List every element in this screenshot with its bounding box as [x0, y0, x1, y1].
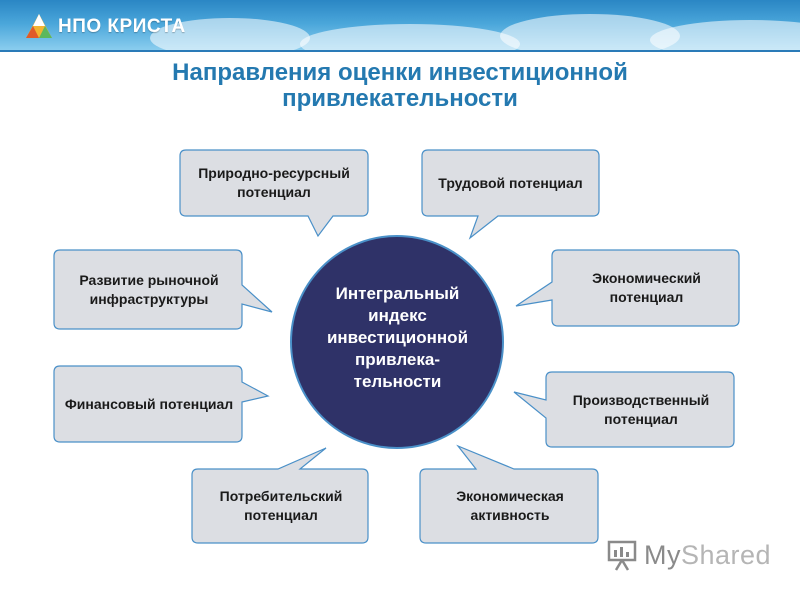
center-label-line-3: инвестиционной [326, 328, 469, 347]
bubble-activity[interactable] [419, 444, 599, 544]
node-label-natural: Природно-ресурсный потенциал [198, 165, 350, 200]
center-circle[interactable] [290, 235, 504, 449]
watermark: MyShared [606, 537, 771, 573]
bubble-production[interactable] [513, 371, 735, 448]
center-label-line-1: Интегральный [335, 284, 460, 303]
center-label-line-4: привлека- [355, 350, 440, 369]
presentation-board-icon [607, 540, 637, 571]
center-label-line-5: тельности [353, 372, 442, 391]
header-banner: НПО КРИСТА [0, 0, 800, 52]
node-label-financial: Финансовый потенциал [64, 395, 234, 412]
node-label-activity: Экономическая активность [456, 488, 564, 523]
watermark-text: MyShared [644, 540, 771, 571]
page-title-line-1: Направления оценки инвестиционной [172, 59, 628, 86]
bubble-economic[interactable] [515, 249, 740, 327]
center-label-line-2: индекс [368, 306, 427, 325]
bubble-financial[interactable] [53, 365, 270, 443]
node-label-production: Производственный потенциал [572, 391, 710, 427]
node-label-consumer: Потребительский потенциал [219, 488, 343, 523]
bubble-natural[interactable] [179, 149, 369, 238]
page-title: Направления оценки инвестиционной привле… [0, 60, 800, 112]
banner-divider [0, 50, 800, 52]
bubble-consumer[interactable] [191, 447, 369, 544]
watermark-rest: Shared [681, 539, 772, 570]
node-label-market: Развитие рыночной инфраструктуры [79, 271, 219, 307]
bubble-market[interactable] [53, 249, 273, 330]
center-label: Интегральный индекс инвестиционной привл… [300, 283, 495, 393]
bubble-labor[interactable] [421, 149, 600, 240]
logo-text: НПО КРИСТА [58, 16, 186, 37]
logo[interactable]: НПО КРИСТА [22, 12, 186, 42]
page-title-line-2: привлекательности [282, 85, 518, 112]
node-label-economic: Экономический потенциал [592, 270, 701, 305]
watermark-prefix: My [644, 539, 681, 570]
crystal-logo-icon [26, 14, 52, 38]
node-label-labor: Трудовой потенциал [438, 174, 583, 191]
